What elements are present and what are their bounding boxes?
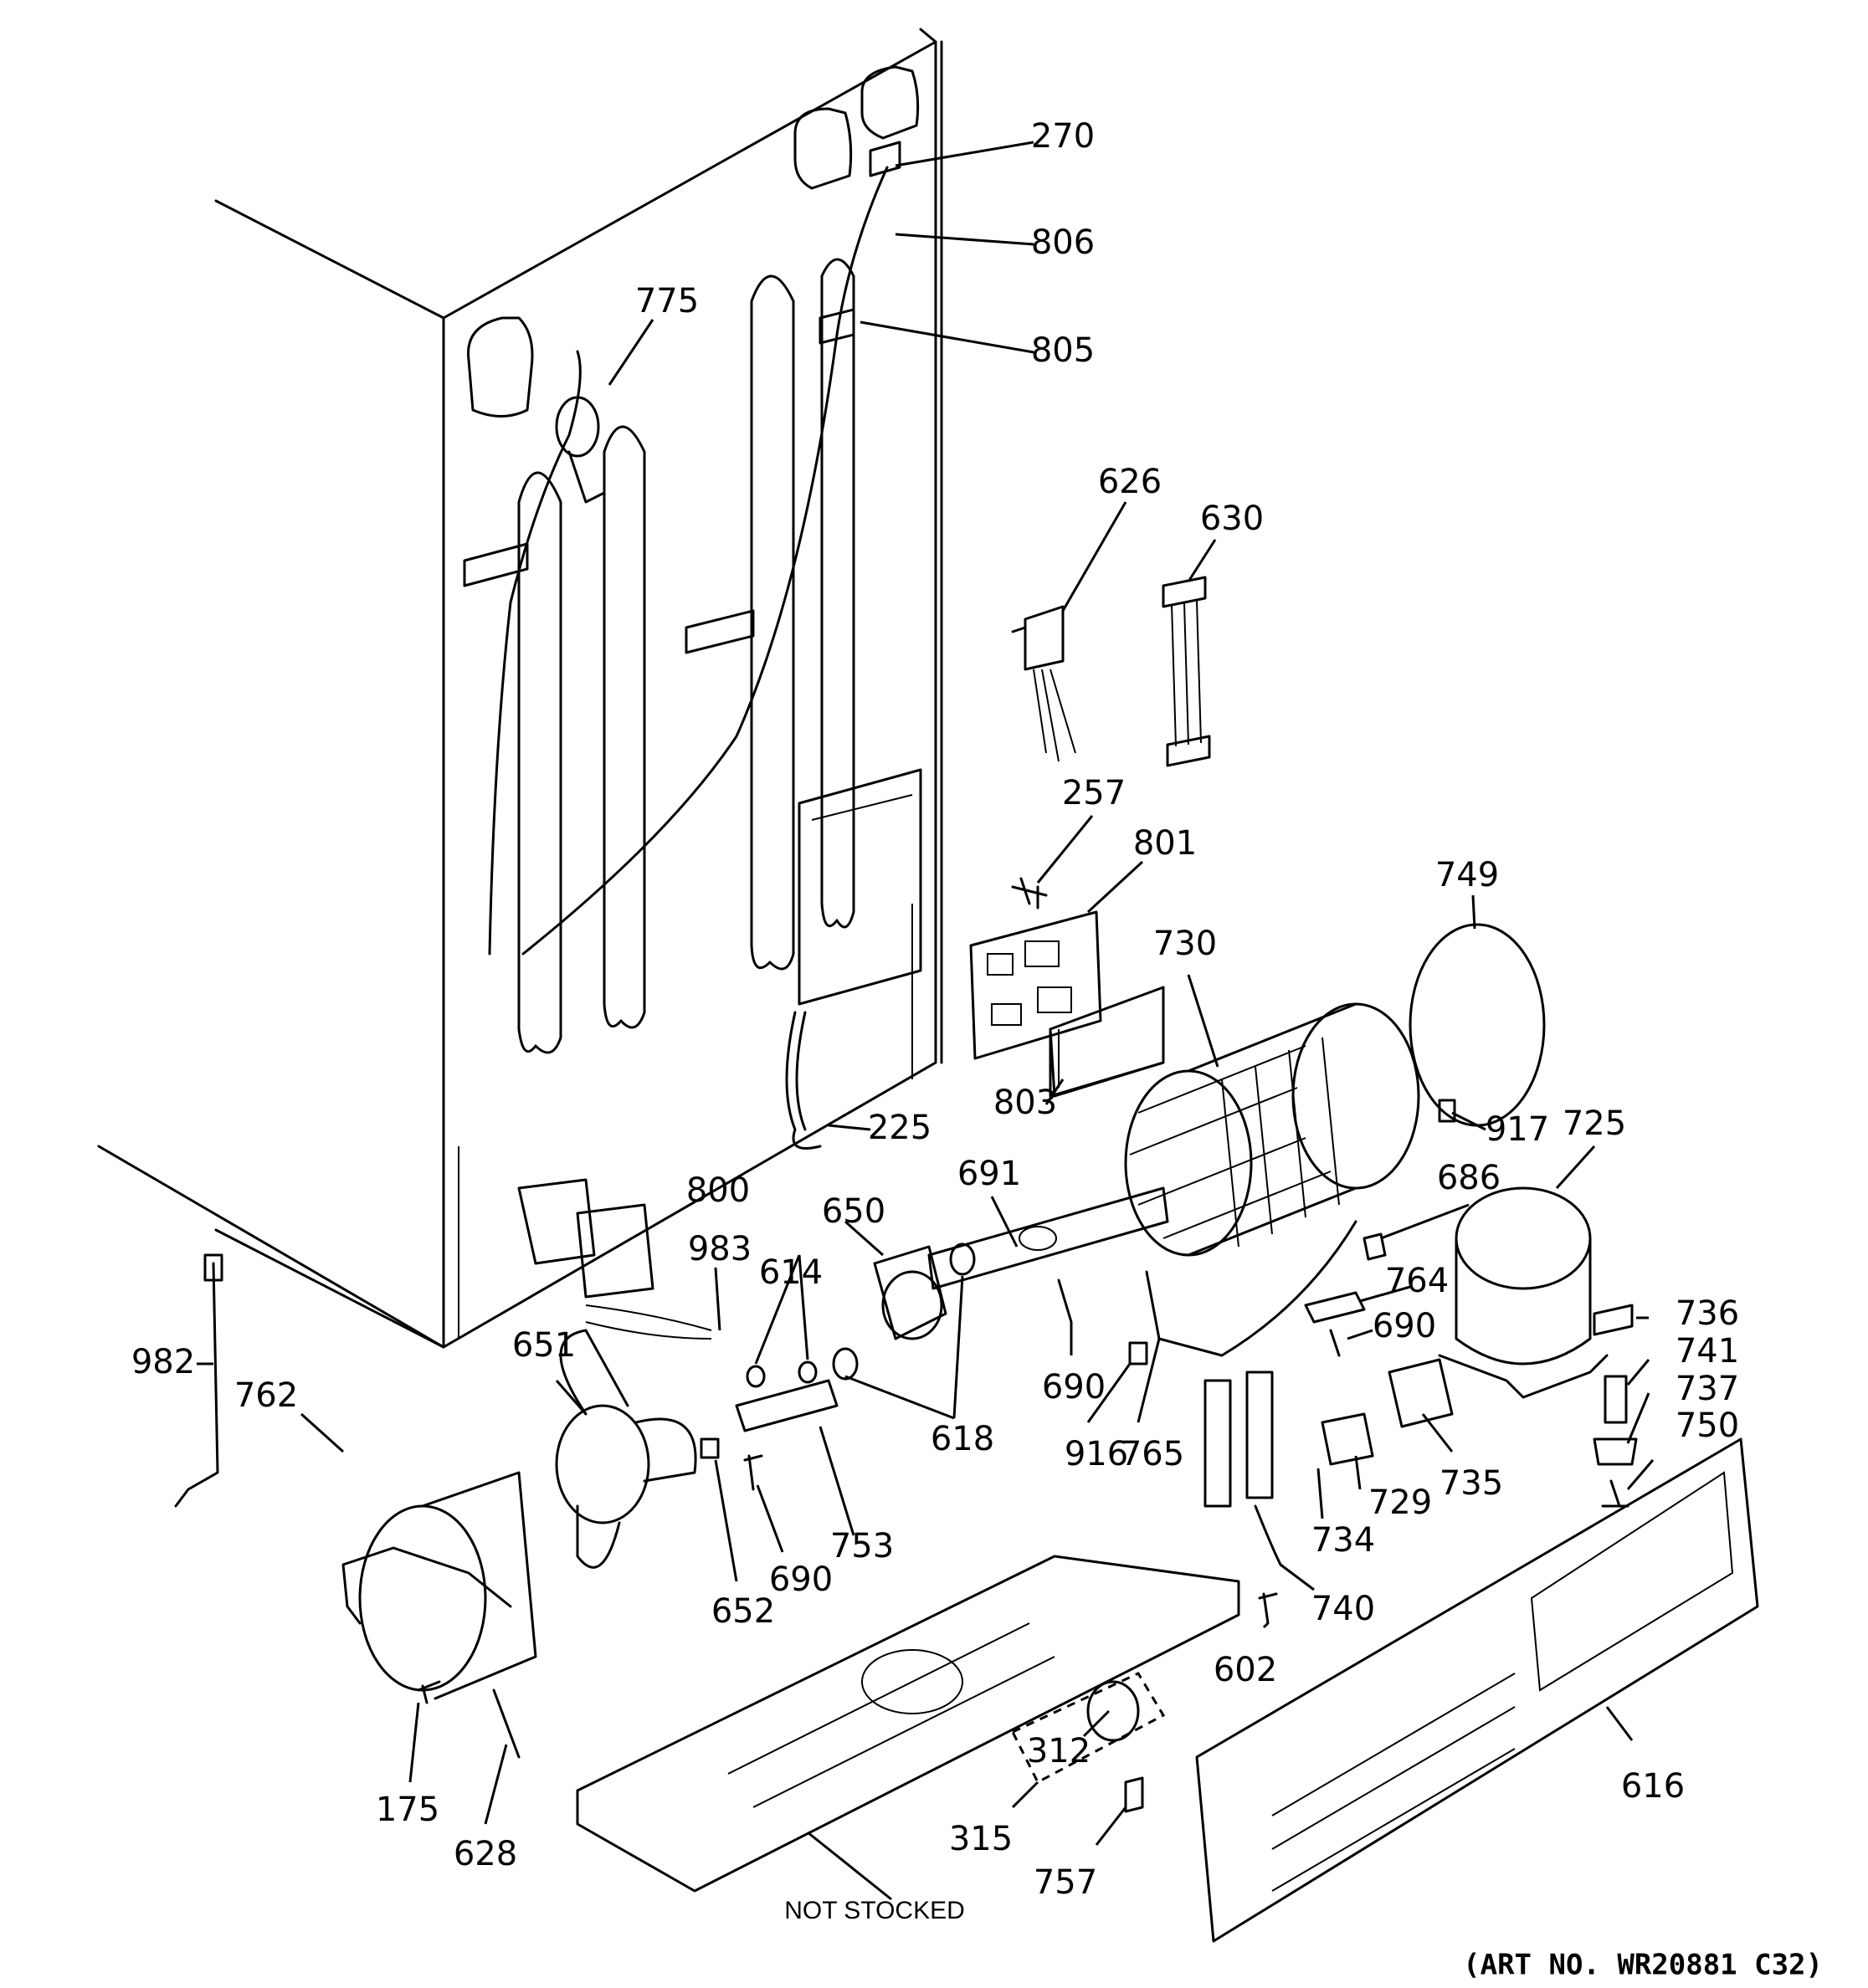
callout-725: 725: [1563, 1104, 1626, 1143]
callout-734: 734: [1311, 1521, 1375, 1560]
part-982-water-line: [174, 1253, 223, 1508]
part-616-grille: [1195, 1437, 1759, 1943]
part-737-grommet: [1593, 1437, 1638, 1466]
part-base-tray: [576, 1555, 1240, 1893]
part-735-start-device: [1388, 1358, 1454, 1428]
callout-650: 650: [822, 1192, 885, 1231]
callout-762: 762: [234, 1376, 298, 1415]
part-690-bolt-c: [743, 1454, 763, 1491]
part-800-water-valve: [517, 1178, 654, 1299]
part-917-grommet: [1438, 1099, 1456, 1123]
callout-805: 805: [1031, 331, 1095, 370]
callout-729: 729: [1368, 1483, 1432, 1522]
part-730-condenser-coil: [1124, 1002, 1420, 1257]
callout-917: 917: [1486, 1110, 1549, 1149]
part-736-tube-fitting: [1593, 1304, 1634, 1336]
callout-916: 916: [1065, 1435, 1128, 1473]
callout-686: 686: [1437, 1159, 1501, 1197]
part-686-bolt: [1363, 1232, 1387, 1261]
part-690-bolt-a: [1329, 1329, 1341, 1357]
callout-614: 614: [759, 1253, 823, 1292]
part-691-bracket: [927, 1186, 1169, 1290]
part-602-screw: [1258, 1592, 1278, 1625]
part-628-fan-shroud: [358, 1471, 537, 1759]
callout-652: 652: [711, 1592, 775, 1631]
callout-983: 983: [688, 1230, 752, 1268]
part-741-cap: [1604, 1375, 1628, 1424]
callout-225: 225: [868, 1109, 931, 1147]
callout-257: 257: [1062, 774, 1126, 812]
callout-626: 626: [1098, 463, 1162, 501]
callout-764: 764: [1385, 1262, 1449, 1300]
part-630-wire-harness: [1162, 576, 1211, 767]
callout-800: 800: [686, 1171, 750, 1210]
part-626-relay-harness: [1011, 605, 1076, 762]
callout-labels: 270 806 805 775 626 630 257 801 749 730 …: [131, 117, 1823, 1982]
not-stocked-note: NOT STOCKED: [784, 1897, 965, 1924]
part-801-control-board: [969, 910, 1102, 1060]
part-651-fan-blade: [555, 1329, 697, 1569]
callout-690b: 690: [1042, 1368, 1106, 1406]
part-312-roller: [1086, 1680, 1140, 1742]
art-number: (ART NO. WR20881 C32): [1463, 1949, 1823, 1982]
part-257-sensor: [1011, 877, 1048, 909]
part-175-screw: [417, 1680, 441, 1704]
callout-741: 741: [1676, 1332, 1739, 1371]
callout-175: 175: [376, 1791, 439, 1829]
callout-628: 628: [454, 1835, 517, 1873]
callout-801: 801: [1133, 824, 1197, 863]
callout-982: 982: [131, 1343, 195, 1381]
callout-691: 691: [957, 1155, 1021, 1193]
callout-315: 315: [949, 1820, 1013, 1858]
part-765-tube: [1145, 1220, 1357, 1357]
part-652-nut: [700, 1437, 720, 1459]
callout-730: 730: [1153, 925, 1217, 963]
part-753-bracket: [735, 1379, 839, 1432]
part-749-shroud-disc: [1409, 923, 1546, 1127]
callout-803: 803: [993, 1084, 1057, 1122]
callout-618: 618: [931, 1420, 994, 1458]
part-618-grommets: [832, 1242, 976, 1381]
callout-602: 602: [1214, 1651, 1277, 1689]
callout-630: 630: [1200, 500, 1264, 538]
part-725-compressor: [1438, 1186, 1609, 1399]
part-750-stud: [1601, 1479, 1629, 1508]
callout-270: 270: [1031, 117, 1095, 156]
cabinet-back-panel: [97, 28, 943, 1349]
callout-651: 651: [512, 1326, 576, 1365]
part-614-grommets: [746, 1360, 818, 1388]
callout-737: 737: [1676, 1370, 1739, 1408]
part-757-screw: [1124, 1776, 1144, 1813]
part-315-roller-kit: [1010, 1672, 1166, 1785]
callout-775: 775: [635, 282, 699, 320]
callout-757: 757: [1034, 1863, 1097, 1902]
part-650-fan-motor: [873, 1245, 947, 1340]
part-916-grommet: [1128, 1341, 1148, 1365]
callout-806: 806: [1031, 223, 1095, 262]
callout-736: 736: [1676, 1294, 1739, 1333]
part-690-bolt-b: [1057, 1278, 1073, 1324]
callout-616: 616: [1621, 1767, 1685, 1806]
callout-749: 749: [1435, 856, 1499, 894]
callout-690c: 690: [769, 1560, 833, 1599]
part-803-board-cover: [1049, 986, 1165, 1098]
callout-765: 765: [1121, 1435, 1184, 1473]
callout-735: 735: [1439, 1464, 1503, 1503]
callout-690a: 690: [1373, 1307, 1436, 1345]
part-740-tube: [1254, 1504, 1282, 1566]
callout-753: 753: [830, 1527, 894, 1565]
part-764-bracket: [1304, 1291, 1366, 1324]
part-762-tube: [341, 1546, 512, 1625]
part-729-overload: [1321, 1412, 1374, 1466]
leader-lines: [197, 141, 1655, 1901]
callout-750: 750: [1676, 1406, 1739, 1445]
part-734-drier: [1203, 1371, 1274, 1508]
part-983-harness: [585, 1304, 712, 1340]
callout-740: 740: [1311, 1590, 1375, 1628]
callout-312: 312: [1027, 1732, 1091, 1770]
